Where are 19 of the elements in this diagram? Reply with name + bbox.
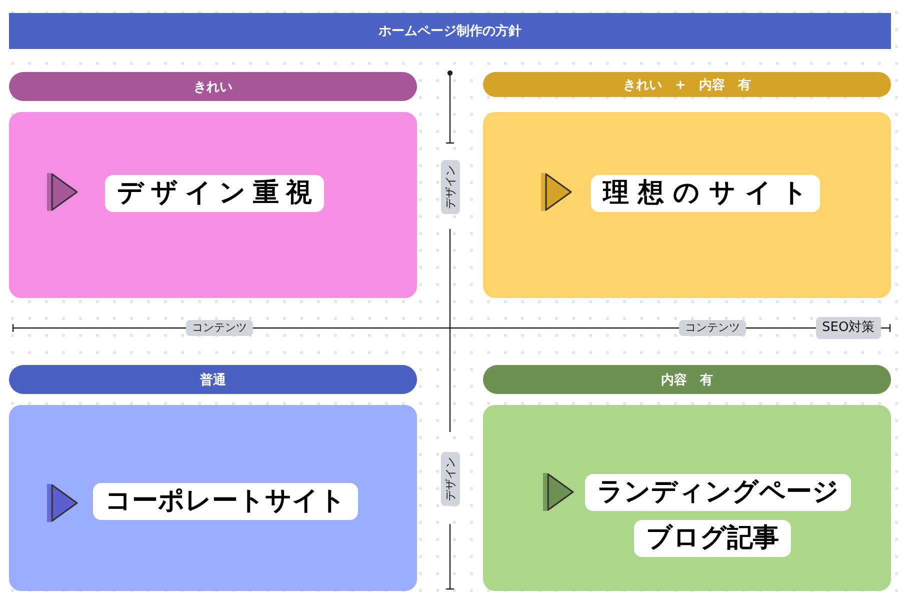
quadrant-label: コーポレートサイト — [93, 483, 358, 520]
title-banner: ホームページ制作の方針 — [9, 13, 891, 49]
category-header: きれい + 内容 有 — [483, 72, 891, 97]
category-header: 普通 — [9, 365, 417, 394]
axis-label: デザイン — [441, 160, 460, 214]
axis-label: コンテンツ — [186, 320, 253, 336]
axis-label: デザイン — [441, 452, 460, 506]
category-header: 内容 有 — [483, 365, 891, 394]
axis-label: コンテンツ — [679, 320, 746, 336]
category-header: きれい — [9, 72, 417, 101]
quadrant-panel — [483, 112, 891, 298]
quadrant-panel — [9, 112, 417, 298]
quadrant-label: デザイン重視 — [105, 175, 324, 212]
quadrant-label: ブログ記事 — [634, 520, 791, 557]
quadrant-label: ランディングページ — [585, 474, 851, 511]
quadrant-panel — [9, 405, 417, 591]
quadrant-panel — [483, 405, 891, 591]
quadrant-label: 理想のサイト — [591, 175, 820, 212]
axis-label: SEO対策 — [816, 317, 881, 339]
